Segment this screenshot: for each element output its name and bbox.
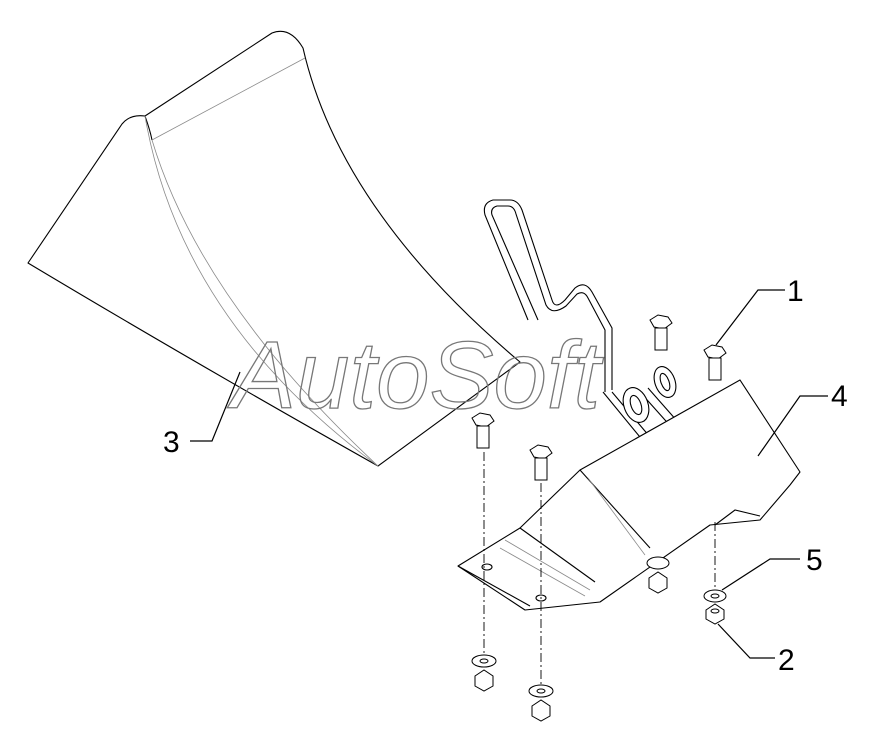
watermark-text: AutoSoft — [227, 322, 604, 429]
leader-4 — [757, 395, 828, 457]
leader-2 — [717, 623, 775, 659]
assembly-axes — [483, 452, 716, 685]
washer-part-5 — [703, 589, 727, 603]
leader-1 — [715, 289, 785, 346]
callout-3: 3 — [163, 426, 180, 459]
washer-nut-under-bracket — [646, 556, 670, 594]
wire-handle — [483, 199, 723, 499]
callout-5: 5 — [806, 544, 823, 577]
washer-nut-center — [528, 684, 554, 722]
bolt-center — [529, 444, 553, 481]
leader-3 — [190, 371, 241, 442]
washer-nut-left — [471, 654, 497, 692]
bolt-upper-right — [703, 344, 727, 381]
leader-lines — [190, 289, 828, 659]
callout-4: 4 — [831, 380, 848, 413]
nut-part-2 — [705, 603, 725, 625]
bracket-part-4 — [457, 379, 801, 611]
bolt-upper-center — [649, 314, 673, 351]
callout-1: 1 — [787, 275, 804, 308]
bolt-left — [471, 412, 495, 449]
wheel-chock-part-3 — [27, 30, 521, 467]
leader-5 — [721, 558, 800, 591]
callout-2: 2 — [778, 644, 795, 677]
